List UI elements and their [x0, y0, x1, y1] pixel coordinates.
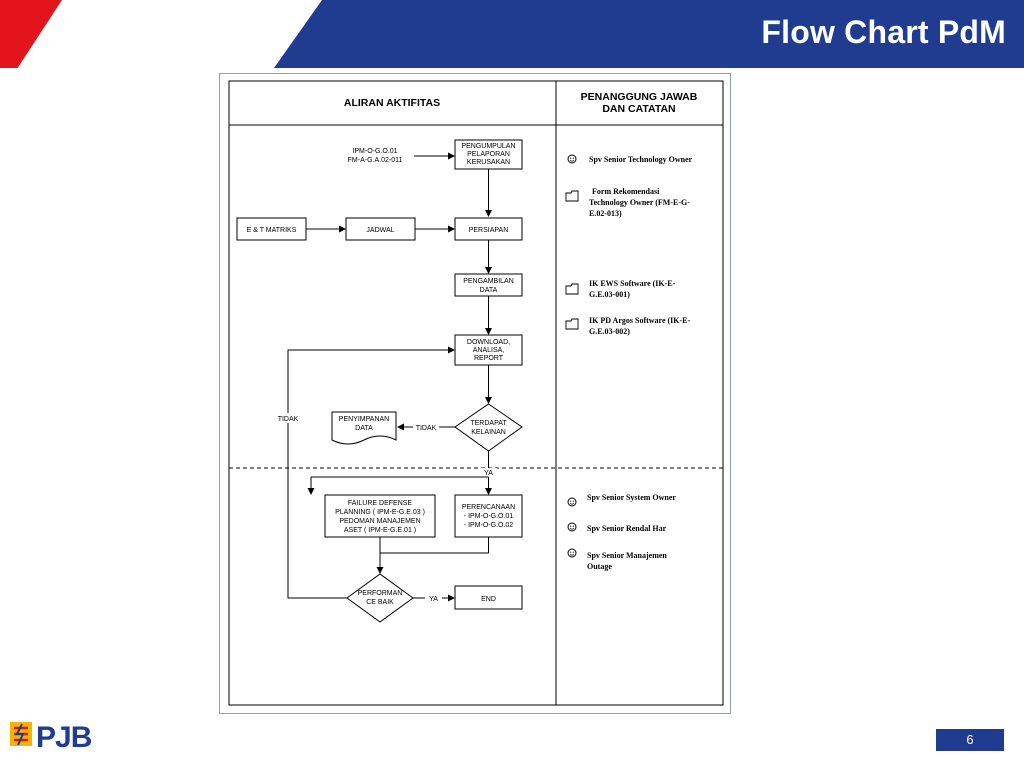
pengambilan-line2: DATA — [480, 287, 498, 294]
document-icon — [565, 190, 579, 202]
note-spv-senior-system-owner: Spv Senior System Owner — [587, 493, 676, 502]
decision-terdapat-kelainan — [454, 403, 523, 452]
ipm-reference-line2: FM-A-G.A.02-011 — [348, 157, 403, 164]
person-icon — [567, 497, 577, 507]
perencanaan-line2: - IPM-O-G.O.01 — [464, 513, 514, 520]
penyimpanan-line2: DATA — [355, 425, 373, 432]
note-spv-senior-manajemen-line2: Outage — [587, 562, 612, 571]
box-penyimpanan-data — [331, 411, 397, 445]
box-failure-defense — [324, 494, 436, 538]
note-spv-senior-technology-owner: Spv Senior Technology Owner — [589, 155, 693, 164]
tidak-mid-bg — [413, 422, 439, 432]
flowchart-diagram: ALIRAN AKTIFITAS PENANGGUNG JAWAB DAN CA… — [228, 80, 724, 706]
persiapan-label: PERSIAPAN — [469, 227, 509, 234]
arrow-tidak-loop-back — [287, 346, 455, 599]
note-spv-senior-manajemen-line1: Spv Senior Manajemen — [587, 551, 667, 560]
tidak-left-bg — [274, 413, 302, 423]
ya-bottom-label: YA — [429, 596, 438, 603]
ya-mid-label: YA — [484, 470, 493, 477]
note-spv-senior-rendal-har: Spv Senior Rendal Har — [587, 524, 667, 533]
box-download-analisa-report — [454, 334, 523, 366]
note-ik-pd-argos-line2: G.E.03-002) — [589, 327, 630, 336]
person-icon — [567, 154, 577, 164]
end-label: END — [481, 596, 496, 603]
document-icon — [565, 318, 579, 330]
failure-line4: ASET ( IPM-E-G.E.01 ) — [344, 527, 416, 534]
box-end — [454, 585, 523, 610]
performance-line1: PERFORMAN — [358, 590, 403, 597]
failure-line2: PLANNING ( IPM-E-G.E.03 ) — [335, 509, 425, 516]
banner-blue-shape — [274, 0, 1024, 68]
header-banner — [0, 0, 1024, 68]
logo-text: PJB — [36, 721, 92, 754]
terdapat-line2: KELAINAN — [471, 429, 506, 436]
download-line1: DOWNLOAD, — [467, 339, 510, 346]
ipm-reference-line1: IPM-O-G.O.01 — [352, 148, 397, 155]
download-line3: REPORT — [474, 355, 504, 362]
perencanaan-line1: PERENCANAAN — [462, 504, 515, 511]
perencanaan-line3: - IPM-O-G.O.02 — [464, 522, 514, 529]
failure-line1: FAILURE DEFENSE — [348, 500, 413, 507]
col2-header-line1: PENANGGUNG JAWAB — [581, 91, 698, 103]
person-icon — [567, 522, 577, 532]
terdapat-line1: TERDAPAT — [470, 420, 507, 427]
flowchart-document: ALIRAN AKTIFITAS PENANGGUNG JAWAB DAN CA… — [219, 73, 731, 714]
box-perencanaan — [454, 494, 523, 538]
page-number: 6 — [936, 729, 1004, 751]
tidak-left-label: TIDAK — [278, 416, 299, 423]
pengumpulan-line3: KERUSAKAN — [467, 159, 510, 166]
col2-header-line2: DAN CATATAN — [602, 103, 675, 115]
ya-mid-bg — [480, 468, 497, 477]
ya-bottom-bg — [425, 593, 442, 603]
pengumpulan-line2: PELAPORAN — [467, 151, 510, 158]
col1-header: ALIRAN AKTIFITAS — [344, 97, 440, 109]
document-icon — [565, 283, 579, 295]
failure-line3: PEDOMAN MANAJEMEN — [339, 518, 420, 525]
penyimpanan-line1: PENYIMPANAN — [339, 416, 389, 423]
table-border — [228, 80, 724, 706]
note-ik-pd-argos-line1: IK PD Argos Software (IK-E- — [589, 316, 691, 325]
note-ik-ews-line2: G.E.03-001) — [589, 290, 630, 299]
note-form-rekomendasi-line2: Technology Owner (FM-E-G- — [589, 198, 690, 207]
person-icon — [567, 548, 577, 558]
box-pengumpulan — [454, 139, 523, 170]
decision-performance-baik — [346, 573, 414, 623]
et-matriks-label: E & T MATRIKS — [247, 227, 297, 234]
jadwal-label: JADWAL — [366, 227, 394, 234]
download-line2: ANALISA, — [473, 347, 505, 354]
tidak-mid-label: TIDAK — [416, 425, 437, 432]
banner-red-shape — [0, 0, 62, 68]
note-ik-ews-line1: IK EWS Software (IK-E- — [589, 279, 676, 288]
note-form-rekomendasi-line3: E.02-013) — [589, 209, 622, 218]
page-title: Flow Chart PdM — [761, 14, 1006, 50]
pengumpulan-line1: PENGUMPULAN — [461, 143, 515, 150]
note-form-rekomendasi-line1: Form Rekomendasi — [592, 187, 660, 196]
pjb-logo: PJB — [10, 721, 93, 754]
performance-line2: CE BAIK — [366, 599, 394, 606]
pengambilan-line1: PENGAMBILAN — [463, 278, 514, 285]
